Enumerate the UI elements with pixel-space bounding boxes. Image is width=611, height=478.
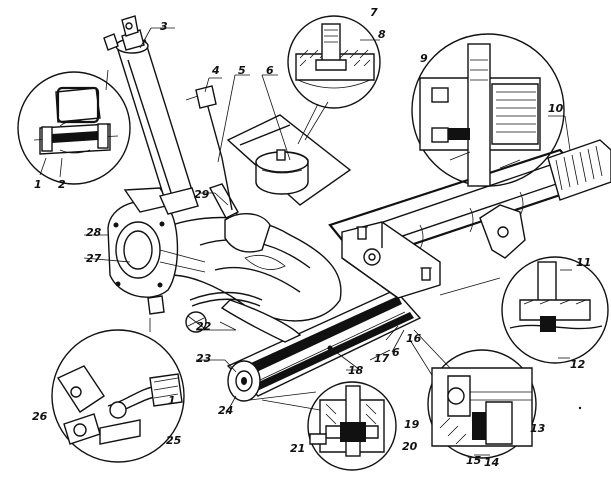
mounting-bracket: [341, 221, 441, 299]
suspension-arm: [159, 216, 342, 343]
callout-21: 21: [290, 442, 305, 455]
callout-11: 11: [576, 256, 591, 269]
callout-9: 9: [420, 52, 428, 65]
leader-lines: [83, 27, 572, 456]
upper-left-bracket-detail: [17, 71, 131, 185]
callout-16: 16: [406, 332, 422, 345]
callout-5: 5: [238, 64, 246, 77]
callout-3: 3: [160, 20, 168, 33]
callout-25: 25: [166, 434, 182, 447]
shock-absorber: [103, 15, 199, 215]
callout-7: 7: [370, 6, 378, 19]
callout-8: 8: [378, 28, 386, 41]
stray-dot: [578, 406, 582, 410]
right-bolt-detail: [501, 256, 609, 364]
lower-bushing: [147, 295, 207, 333]
callout-14: 14: [484, 456, 499, 469]
callout-1-upper: 1: [34, 178, 42, 191]
callout-1-lower: 1: [168, 394, 176, 407]
callout-19: 19: [404, 418, 420, 431]
callout-17: 17: [374, 352, 390, 365]
callout-12: 12: [570, 358, 586, 371]
callout-6: 6: [266, 64, 274, 77]
callout-26: 26: [32, 410, 48, 423]
callout-2: 2: [58, 178, 66, 191]
splined-shaft-end: [547, 139, 611, 201]
wheel-hub: [107, 187, 206, 298]
lower-right-seal-detail: [427, 349, 537, 459]
lower-center-bushing-detail: [307, 381, 397, 471]
lower-left-linkage-detail: [51, 329, 185, 463]
right-shaft-detail: [411, 33, 565, 187]
lower-arm-tube: [226, 289, 422, 402]
callout-29: 29: [194, 188, 210, 201]
callout-labels: 3 4 5 6 7 8 9 10 11 12 13 14 15 16 17 18…: [32, 6, 591, 469]
callout-20: 20: [402, 440, 418, 453]
callout-13: 13: [530, 422, 546, 435]
callout-4: 4: [211, 64, 220, 77]
callout-18: 18: [348, 364, 364, 377]
callout-22: 22: [196, 320, 212, 333]
callout-28: 28: [86, 226, 102, 239]
callout-27: 27: [86, 252, 102, 265]
upper-mount-bolt-detail: [287, 15, 381, 109]
callout-24: 24: [218, 404, 233, 417]
callout-23: 23: [196, 352, 212, 365]
callout-6-lower: 6: [392, 346, 400, 359]
callout-15: 15: [466, 454, 482, 467]
stabilizer-link: [189, 291, 263, 307]
callout-10: 10: [548, 102, 564, 115]
